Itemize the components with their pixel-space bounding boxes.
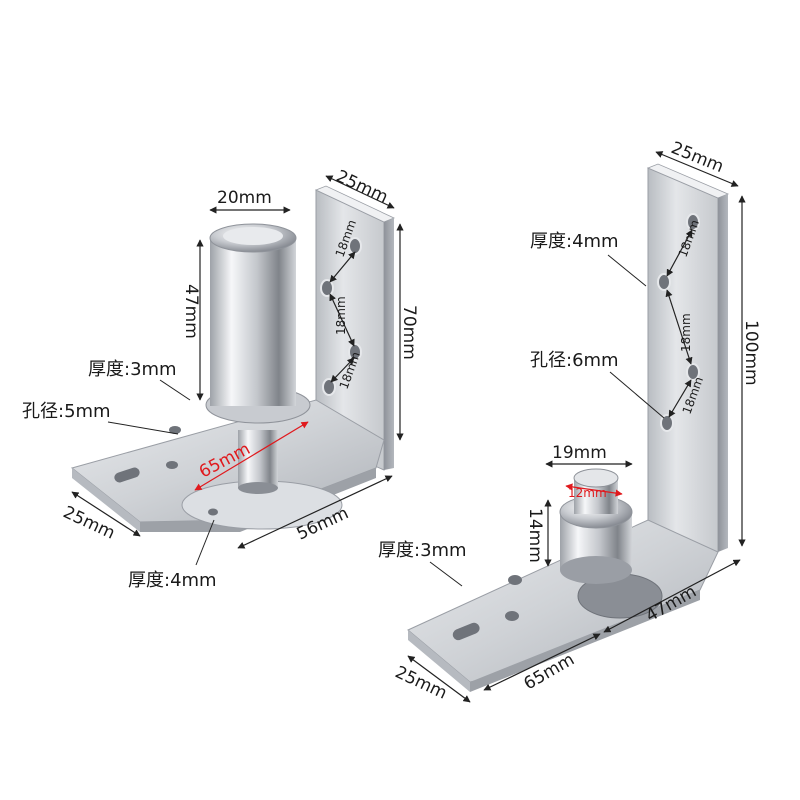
right-inner-diameter-red-label: 12mm xyxy=(568,486,607,500)
right-thickness-bottom-label: 厚度:3mm xyxy=(378,540,467,561)
right-wall-holes xyxy=(657,213,700,432)
left-base-width-label: 25mm xyxy=(60,502,118,543)
left-wall-holes xyxy=(320,237,362,396)
right-hinge: 25mm 厚度:4mm 孔径:6mm 18mm 18mm 18mm 100mm … xyxy=(378,138,761,704)
right-plate-width-label: 25mm xyxy=(668,138,726,177)
left-pin-height-label: 47mm xyxy=(181,284,201,339)
left-thickness-top-label: 厚度:3mm xyxy=(88,359,177,380)
right-hole-diameter-label: 孔径:6mm xyxy=(530,350,619,371)
left-thickness-bottom-label: 厚度:4mm xyxy=(128,570,217,591)
right-pin-diameter-label: 19mm xyxy=(552,443,607,463)
right-thickness-top-label: 厚度:4mm xyxy=(530,231,619,252)
right-plate-height-label: 100mm xyxy=(741,320,761,386)
right-pin-height-label: 14mm xyxy=(525,508,545,563)
left-hole-spacing-2: 18mm xyxy=(334,296,348,335)
left-hinge: 20mm 25mm 47mm 70mm 18mm 18mm 18mm 厚度:3m… xyxy=(22,166,419,591)
left-plate-height-label: 70mm xyxy=(399,305,419,360)
left-hole-diameter-label: 孔径:5mm xyxy=(22,401,111,422)
right-hole-spacing-2: 18mm xyxy=(679,313,693,352)
left-pin-diameter-label: 20mm xyxy=(217,188,272,208)
right-base-width-label: 25mm xyxy=(392,662,450,703)
